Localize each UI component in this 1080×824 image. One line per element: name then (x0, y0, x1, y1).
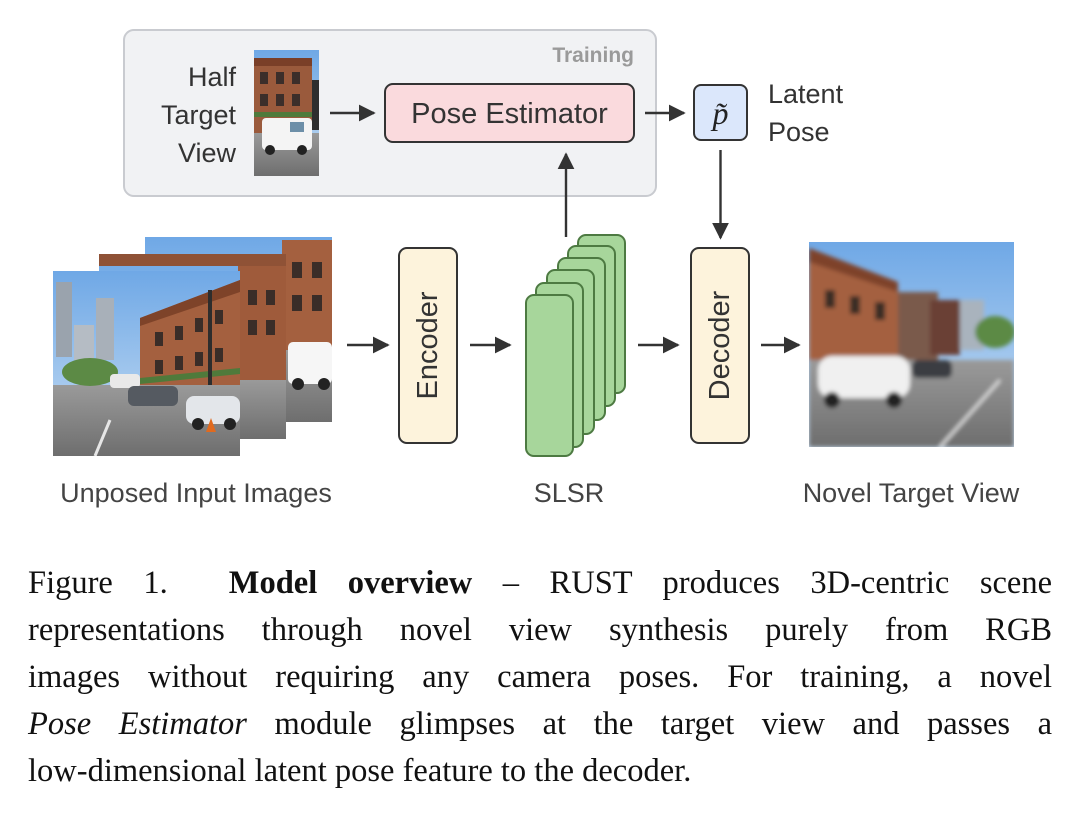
half-target-view-image (254, 50, 319, 176)
encoder-label: Encoder (412, 291, 444, 399)
caption-line-3: images without requiring any camera pose… (28, 659, 1052, 695)
model-overview-diagram: Training Half Target View Pose Estimator… (53, 29, 1020, 508)
decoder-label: Decoder (704, 290, 736, 400)
encoder-box: Encoder (398, 247, 458, 444)
caption-line-4: Pose Estimator module glimpses at the ta… (28, 706, 1052, 742)
half-target-view-label: Half Target View (161, 62, 237, 168)
training-label: Training (552, 44, 634, 67)
svg-text:Target: Target (161, 100, 237, 130)
svg-text:Half: Half (188, 62, 237, 92)
latent-pose-box: p̃ (693, 84, 748, 141)
latent-pose-label: Latent Pose (768, 79, 844, 147)
novel-target-view-image (809, 242, 1014, 447)
latent-pose-symbol: p̃ (711, 95, 729, 131)
caption-line-2: representations through novel view synth… (28, 612, 1052, 648)
svg-text:Latent: Latent (768, 79, 844, 109)
svg-text:View: View (178, 138, 237, 168)
input-image-1 (53, 271, 240, 456)
decoder-box: Decoder (690, 247, 750, 444)
input-images-caption: Unposed Input Images (60, 478, 332, 508)
figure-caption: Figure 1. Model overview – RUST produces… (28, 560, 1052, 795)
slsr-token (525, 294, 574, 457)
figure-number: Figure 1. (28, 565, 168, 601)
caption-line-1: Figure 1. Model overview – RUST produces… (28, 565, 1053, 601)
pose-estimator-label: Pose Estimator (411, 98, 608, 130)
caption-bold-title: Model overview (228, 565, 473, 601)
caption-line-5: low-dimensional latent pose feature to t… (28, 753, 692, 789)
slsr-caption: SLSR (534, 478, 605, 508)
novel-target-view-caption: Novel Target View (803, 478, 1020, 508)
caption-italic-term: Pose Estimator (28, 706, 247, 742)
slsr-stack (525, 234, 626, 457)
pose-estimator-box: Pose Estimator (384, 83, 635, 143)
svg-text:Pose: Pose (768, 117, 830, 147)
